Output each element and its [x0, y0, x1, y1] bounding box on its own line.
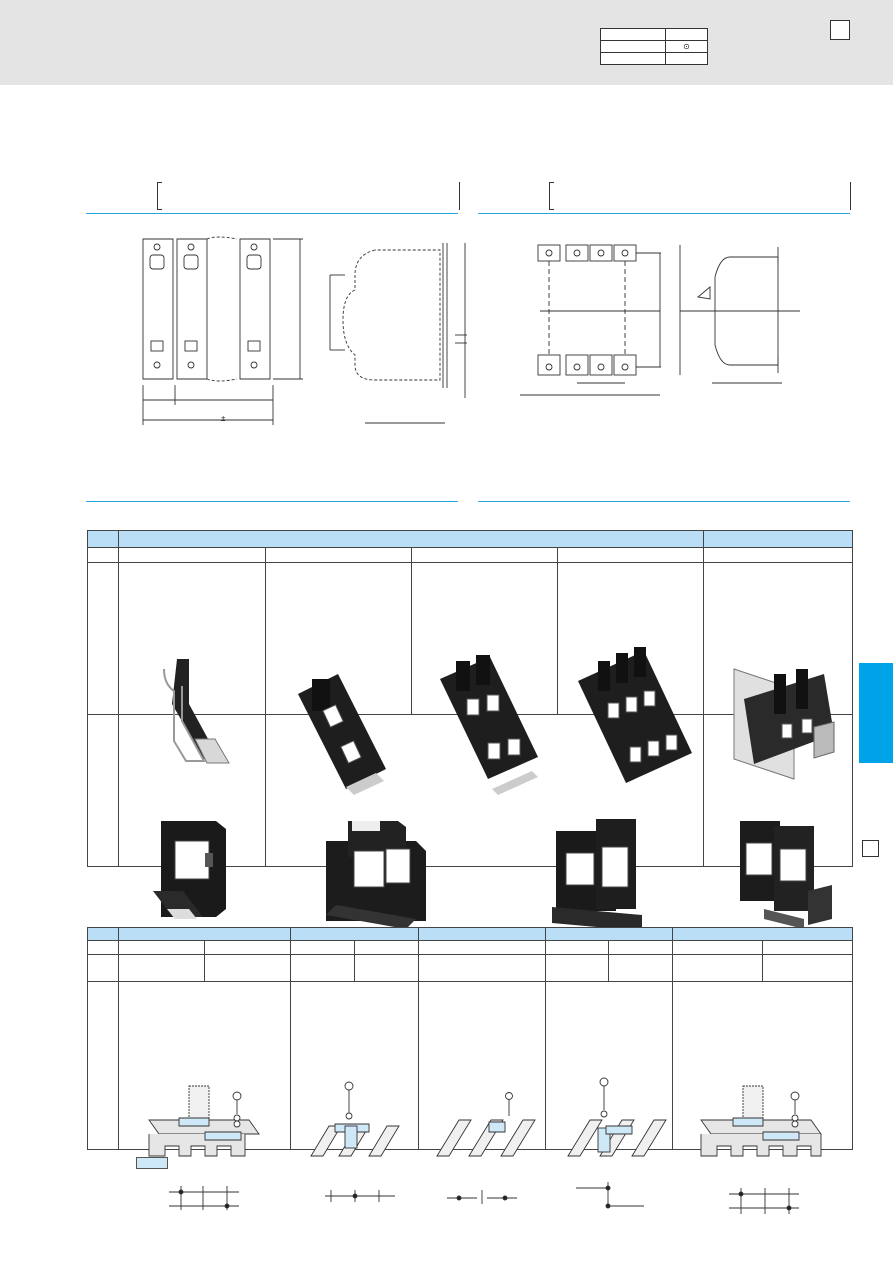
mounting-plate-photo: [733, 667, 835, 780]
spec-table: ⊙: [600, 28, 708, 65]
wiring-diagram-3: [418, 981, 546, 1204]
wiring-diagram-2: [290, 981, 419, 1202]
four-pole-adapter-photo: [578, 646, 692, 783]
wiring-diagram-4: [545, 981, 673, 1208]
screw-icon: [310, 1081, 400, 1202]
screw-icon: [148, 1085, 260, 1210]
breakers-on-multi-adapter-photo: [326, 818, 642, 931]
left-section-rule: [86, 213, 458, 214]
wiring-diagram-5: [672, 981, 853, 1214]
screw-icon: [436, 1091, 536, 1204]
product-photo-1: [118, 562, 266, 763]
breaker-on-adapter-photo: [153, 820, 226, 919]
connection-diagram-table: [87, 927, 853, 1214]
two-pole-adapter-photo: [298, 673, 386, 795]
spec-cell-1: [665, 28, 708, 41]
spec-cell-3: [665, 52, 708, 65]
right-section-bracket: [549, 182, 851, 210]
right-middle-rule: [478, 501, 850, 502]
product-photo-4: [557, 562, 704, 783]
single-pole-adapter-photo: [163, 658, 230, 763]
breakers-on-plate-photo: [740, 820, 832, 929]
tolerance-symbol: ±: [221, 414, 226, 423]
right-dimension-drawing: [520, 244, 800, 396]
right-section-rule: [478, 213, 850, 214]
t2-header-corner: [87, 927, 119, 941]
product-photo-2: [265, 562, 412, 795]
page-corner-box: [830, 20, 850, 40]
photo-row-1-label: [87, 562, 119, 715]
legend-highlight-box: [136, 1157, 168, 1169]
product-photo-5: [703, 562, 853, 780]
page-marker-box: [862, 840, 879, 857]
header-band: [0, 0, 893, 85]
left-dimension-drawing: ±: [142, 236, 467, 425]
left-section-bracket: [157, 182, 460, 210]
section-side-tab: [859, 663, 893, 763]
screw-icon: [700, 1085, 822, 1214]
left-middle-rule: [86, 501, 458, 502]
photo-row-2-label: [87, 714, 119, 867]
spec-cell-2: ⊙: [665, 40, 708, 53]
three-pole-adapter-photo: [440, 654, 538, 795]
wiring-diagram-1: [118, 981, 291, 1210]
accessory-photo-table: [87, 530, 853, 931]
screw-icon: [567, 1077, 667, 1208]
product-photo-3: [411, 562, 558, 795]
